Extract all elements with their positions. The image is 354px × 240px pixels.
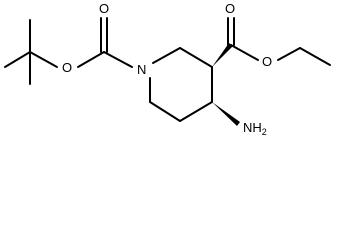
bond-ester-c-to-ether-o: [230, 44, 259, 61]
bond-ether-o-to-carbonyl-c: [77, 51, 105, 68]
boc-carbonyl-oxygen-label: O: [99, 1, 109, 16]
ethyl-ester-group: [227, 17, 331, 66]
amino-nh-text: NH: [243, 120, 262, 135]
ester-ether-oxygen-label: O: [262, 54, 272, 69]
bond-n-to-c2: [152, 47, 181, 64]
tert-butyl-group: [4, 19, 58, 85]
bond-c4-to-c5: [179, 101, 213, 122]
bond-tbu-to-ether-o: [29, 51, 58, 68]
bond-ether-o-to-ch2: [277, 47, 301, 61]
wedge-bond-c3-to-ester: [212, 43, 233, 67]
piperidine-ring: [149, 47, 213, 122]
bond-boc-c-to-n: [103, 51, 133, 68]
bond-tbu-methyl-left: [4, 51, 31, 68]
boc-carbamate-group: [77, 17, 133, 68]
chemical-structure-diagram: O O N O O NH2: [4, 1, 331, 137]
bond-c2-to-c3: [179, 47, 213, 68]
bond-c5-to-c6: [149, 101, 181, 122]
bond-ch2-to-ch3: [299, 47, 331, 66]
wedge-bond-c4-to-amino: [212, 102, 240, 126]
ring-nitrogen-label: N: [137, 62, 146, 77]
amino-group-label: NH2: [243, 120, 267, 137]
ester-carbonyl-oxygen-label: O: [225, 1, 235, 16]
amino-subscript: 2: [262, 127, 267, 137]
boc-ether-oxygen-label: O: [62, 60, 72, 75]
